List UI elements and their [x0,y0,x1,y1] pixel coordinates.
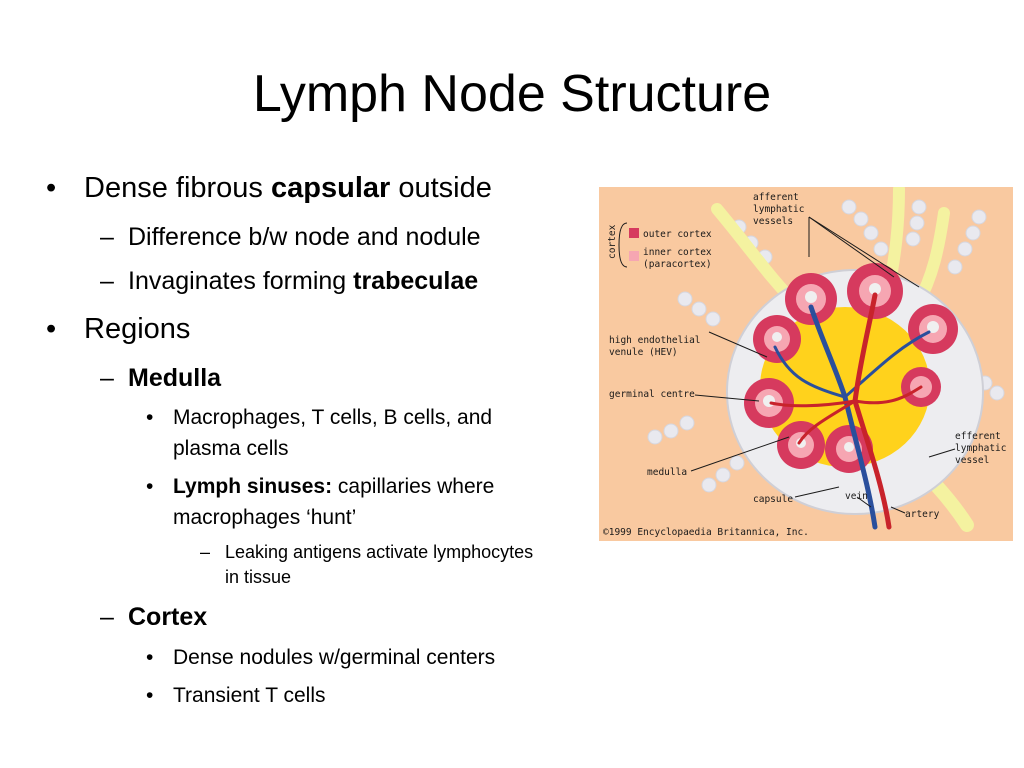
label-cortex: cortex [607,224,618,259]
bullet-macrophages-line1: Macrophages, T cells, B cells, and [173,406,493,429]
lymph-node-illustration: afferent lymphatic vessels cortex outer … [603,187,1006,538]
bullet-bold-text: trabeculae [353,267,479,295]
label-hev-2: venule (HEV) [609,347,678,358]
subbullet-cortex: Cortex [128,603,208,631]
label-medulla: medulla [647,467,687,478]
inner-cortex-swatch [629,251,639,261]
bullet-marker: • [146,646,154,669]
label-vein: vein [845,491,868,502]
bullet-marker: • [146,475,154,498]
nodule [753,315,801,363]
label-efferent-1: efferent [955,431,1001,442]
blood-vessels [769,292,931,530]
dash-marker: – [200,542,211,562]
label-afferent-1: afferent [753,192,799,203]
bullet-text: Dense fibrous [84,172,271,204]
dash-marker: – [100,223,114,251]
nodule [777,421,825,469]
label-hev-1: high endothelial [609,335,701,346]
dash-marker: – [100,364,114,392]
bullet-bold-text: Lymph sinuses: [173,475,333,498]
slide-title: Lymph Node Structure [252,65,772,123]
bullet-antigens-line2: in tissue [225,567,292,587]
subbullet-trabeculae: Invaginates forming trabeculae [128,267,478,296]
label-artery: artery [905,509,940,520]
dash-marker: – [100,603,114,631]
bullet-marker: • [146,684,154,707]
label-efferent-3: vessel [955,455,989,466]
bullet-antigens-line1: Leaking antigens activate lymphocytes [225,542,534,562]
bullet-macrophages-line2: plasma cells [173,437,289,460]
nodule [847,263,903,319]
bullet-text: capillaries where [332,475,495,498]
subbullet-node-nodule: Difference b/w node and nodule [128,223,481,251]
label-afferent-2: lymphatic [753,204,804,215]
bullet-marker: • [46,313,57,345]
nodule [785,273,837,325]
bullet-regions: Regions [84,313,191,345]
nodule [908,304,958,354]
label-capsule: capsule [753,494,793,505]
bullet-capsule: Dense fibrous capsular outside [84,172,492,205]
label-outer-cortex: outer cortex [643,229,712,240]
bullet-transient-t-cells: Transient T cells [173,684,326,707]
bullet-lymph-sinuses-line2: macrophages ‘hunt’ [173,506,357,529]
label-afferent-3: vessels [753,216,793,227]
lymph-node-diagram: afferent lymphatic vessels cortex outer … [599,187,1013,541]
leader-lines [690,216,956,514]
cortex-brace [618,222,628,268]
label-efferent-2: lymphatic [955,443,1006,454]
bullet-lymph-sinuses: Lymph sinuses: capillaries where [173,475,494,499]
nodule [744,378,794,428]
bullet-text: Invaginates forming [128,267,354,295]
label-copyright: ©1999 Encyclopaedia Britannica, Inc. [603,527,809,538]
label-germinal-centre: germinal centre [609,389,695,400]
subbullet-medulla: Medulla [128,364,222,392]
dash-marker: – [100,267,114,295]
label-inner-cortex-1: inner cortex [643,247,712,258]
bullet-marker: • [146,406,154,429]
label-inner-cortex-2: (paracortex) [643,259,712,270]
outer-cortex-swatch [629,228,639,238]
bullet-text: outside [390,172,492,204]
bullet-bold-text: capsular [271,172,391,204]
bullet-dense-nodules: Dense nodules w/germinal centers [173,646,496,669]
bullet-marker: • [46,172,57,204]
